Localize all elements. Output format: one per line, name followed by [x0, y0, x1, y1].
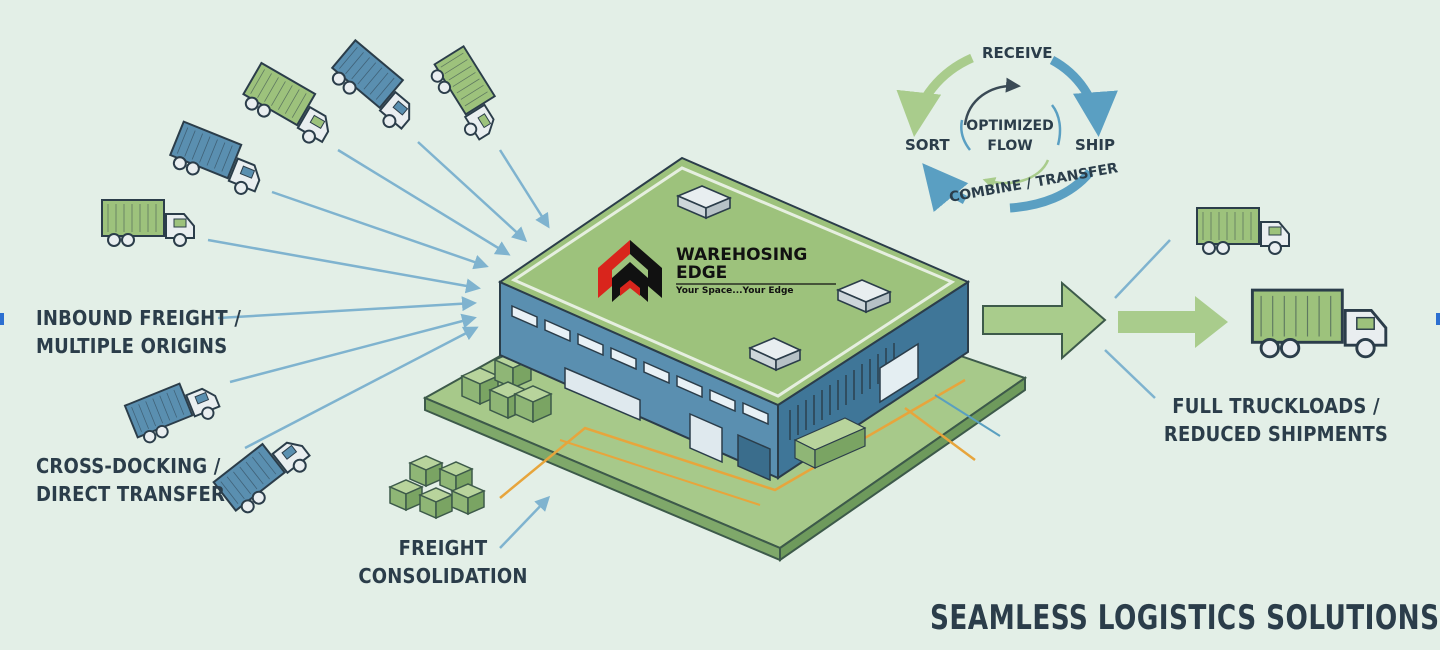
label-crossdock-line-2: DIRECT TRANSFER [36, 482, 226, 506]
label-full-truckloads: FULL TRUCKLOADS / REDUCED SHIPMENTS [1160, 392, 1392, 448]
trucks-layer [101, 38, 1388, 514]
cycle-center-line-1: OPTIMIZED [966, 118, 1054, 134]
warehousing-edge-logo [598, 240, 662, 302]
label-inbound-freight: INBOUND FREIGHT / MULTIPLE ORIGINS [36, 304, 241, 360]
cycle-arrow-icon [896, 53, 1118, 213]
footer-title: SEAMLESS LOGISTICS SOLUTIONS [930, 598, 1440, 638]
label-crossdock-line-1: CROSS-DOCKING / [36, 454, 221, 478]
brand-name-line-2: EDGE [676, 263, 728, 283]
truck-icon [1196, 207, 1290, 255]
flow-arrow-icon [982, 239, 1228, 399]
truck-icon [168, 120, 261, 195]
label-freight-consolidation: FREIGHT CONSOLIDATION [358, 534, 528, 590]
truck-icon [212, 441, 311, 514]
label-consol-line-2: CONSOLIDATION [358, 564, 528, 588]
cycle-center-line-2: FLOW [987, 138, 1033, 154]
brand-name-line-1: WAREHOSING [676, 245, 808, 265]
inbound-arrows [207, 141, 551, 549]
truck-icon [430, 44, 497, 141]
warehouse-building [497, 156, 971, 482]
cycle-label-sort: SORT [905, 136, 950, 154]
cargo-box-icon [388, 455, 486, 520]
left-edge-marker [0, 313, 4, 325]
brand-tagline: Your Space...Your Edge [676, 286, 794, 296]
truck-icon [242, 61, 330, 144]
truck-icon [101, 199, 195, 247]
label-inbound-line-2: MULTIPLE ORIGINS [36, 334, 228, 358]
truck-icon [330, 38, 411, 130]
label-consol-line-1: FREIGHT [398, 536, 488, 560]
right-edge-marker [1436, 313, 1440, 325]
rooftop-unit-icon [675, 185, 893, 372]
truck-icon [123, 382, 221, 444]
cycle-label-ship: SHIP [1075, 136, 1115, 154]
label-inbound-line-1: INBOUND FREIGHT / [36, 306, 242, 330]
label-outbound-line-1: FULL TRUCKLOADS / [1172, 394, 1380, 418]
cycle-label-receive: RECEIVE [982, 44, 1053, 62]
label-outbound-line-2: REDUCED SHIPMENTS [1163, 422, 1389, 446]
truck-icon [1250, 288, 1388, 359]
cycle-center-label: OPTIMIZED FLOW [960, 116, 1060, 156]
label-cross-docking: CROSS-DOCKING / DIRECT TRANSFER [36, 452, 225, 508]
